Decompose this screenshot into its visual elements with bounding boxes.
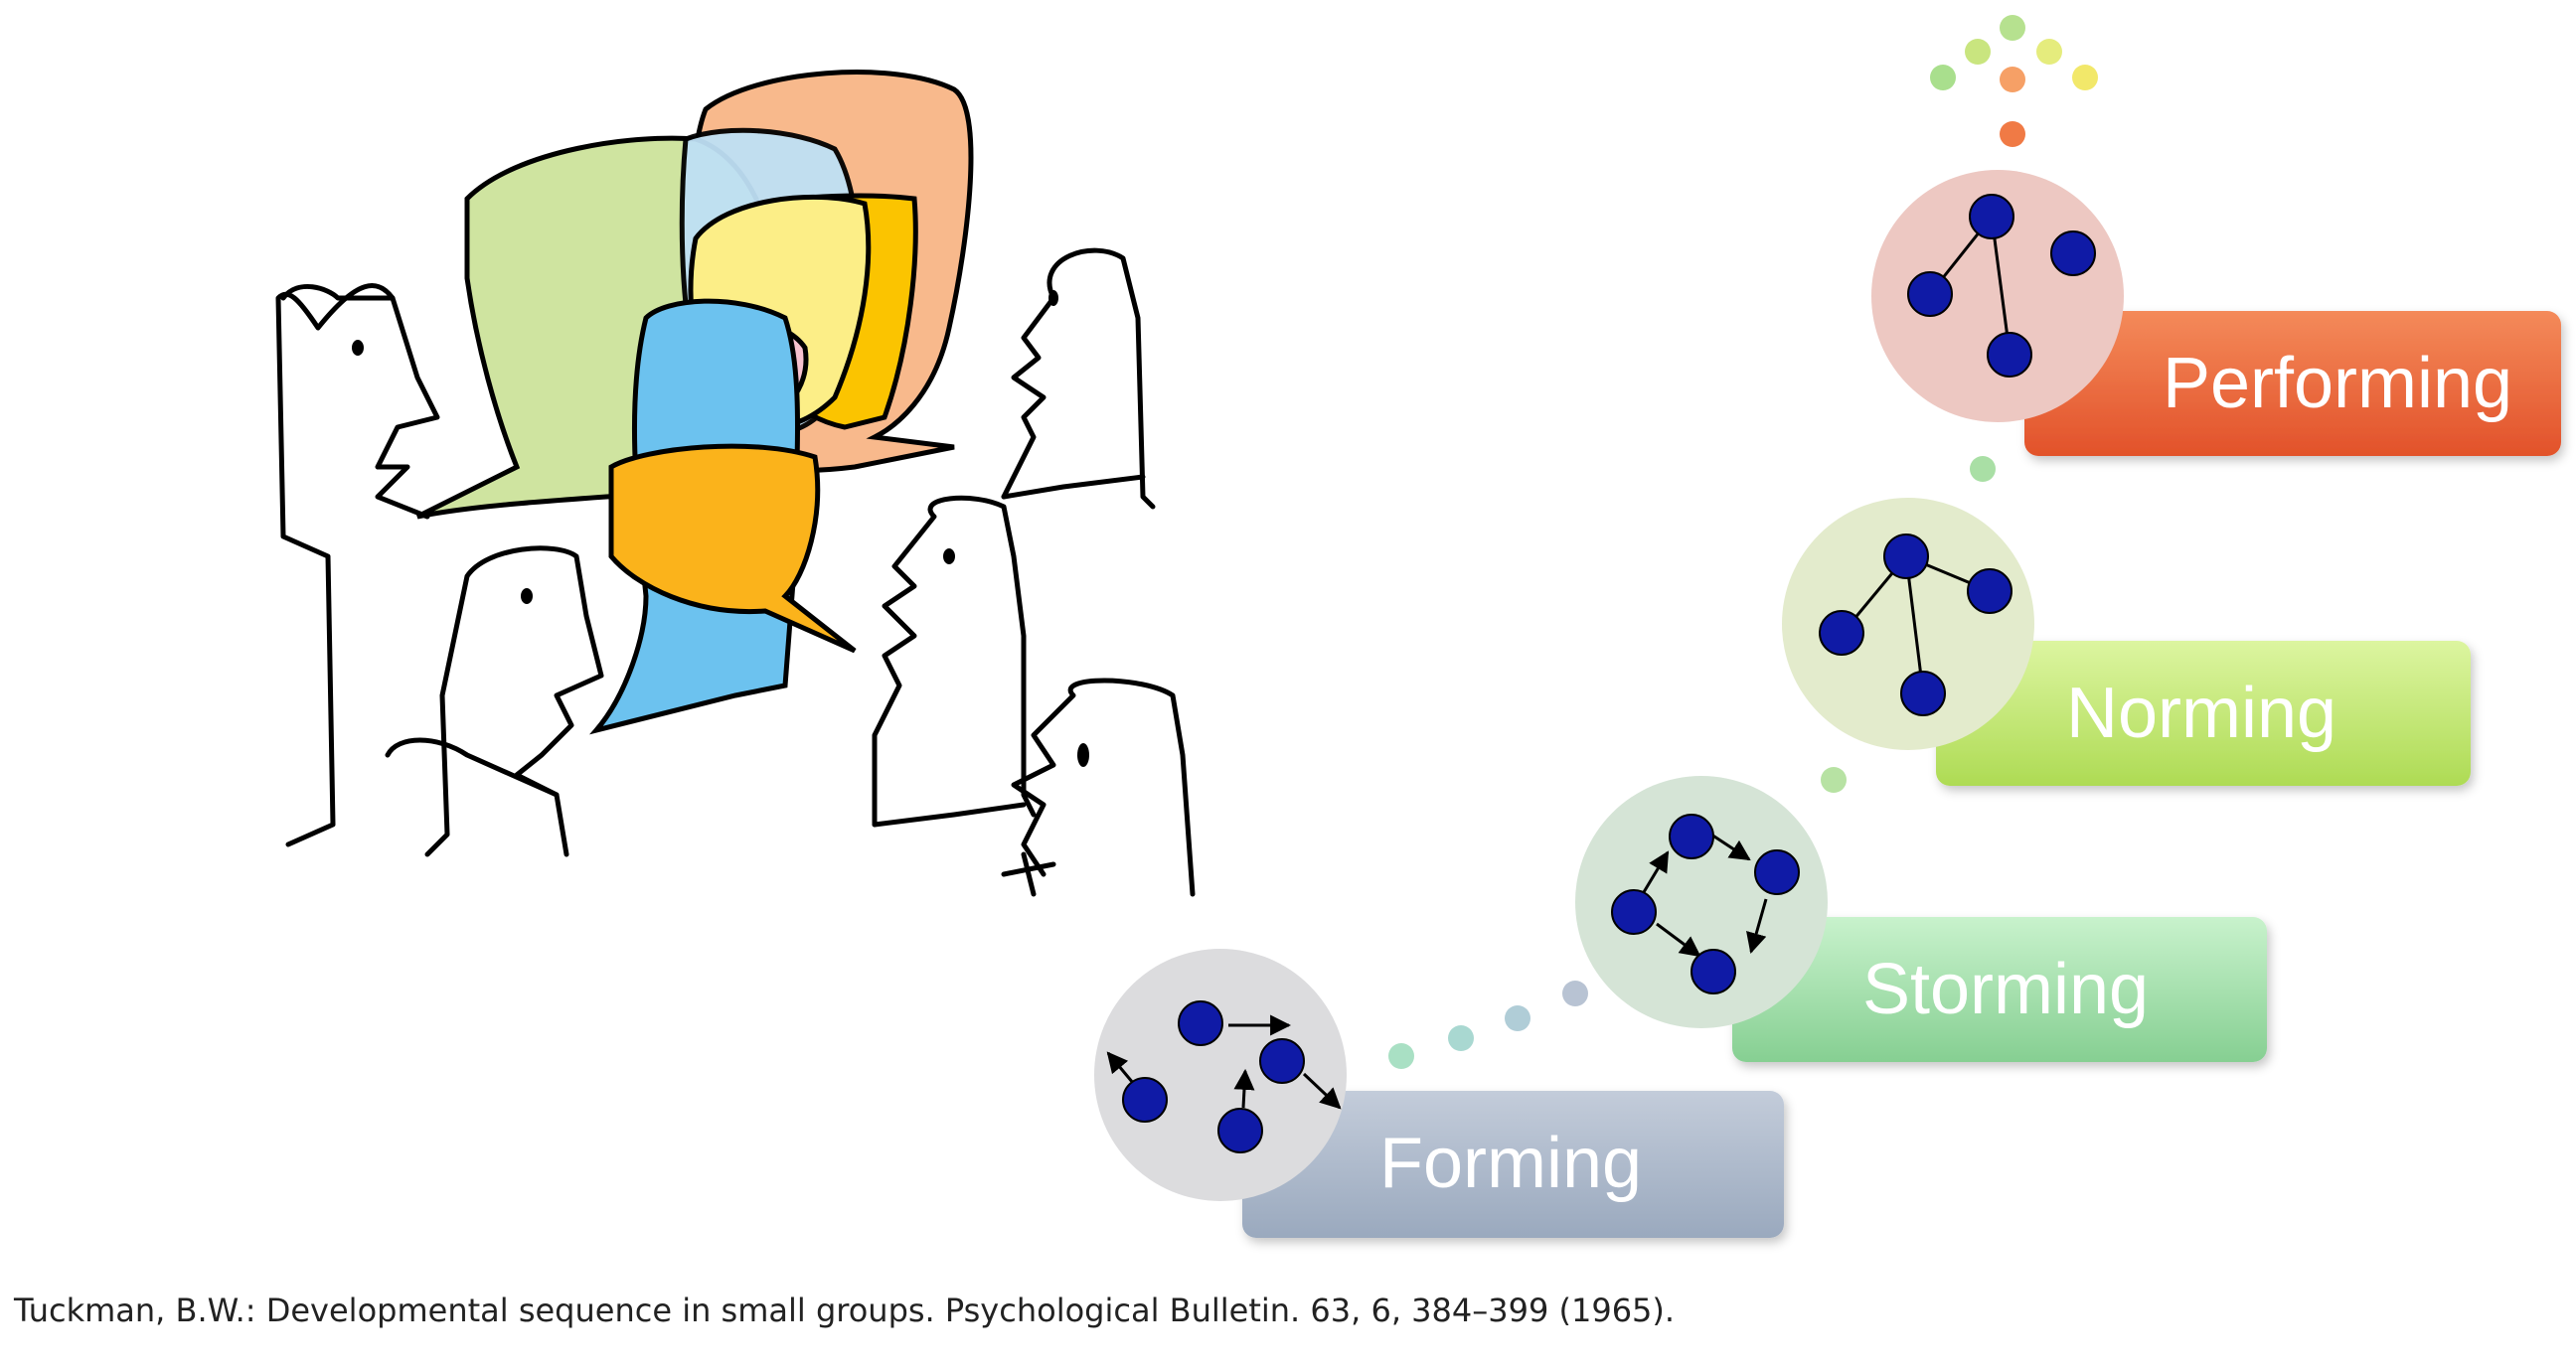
connector-dots (1388, 15, 2098, 1069)
connector-dot (1970, 456, 1996, 482)
stage-bar-performing (2024, 311, 2561, 456)
person-right-middle (872, 495, 1037, 828)
connector-dot (2072, 65, 2098, 90)
connector-dot (1505, 1005, 1530, 1031)
person-right-top (1001, 247, 1156, 510)
stage-norming: Norming (1782, 498, 2471, 786)
person-right-front (1011, 678, 1196, 897)
connector-dot (2036, 39, 2062, 65)
stage-label-performing: Performing (2163, 344, 2512, 423)
stage-circle-norming (1782, 498, 2034, 750)
connector-dot (2000, 121, 2025, 147)
stage-circle-storming (1575, 776, 1828, 1028)
team-member-node (1611, 889, 1657, 935)
connector-dot (1448, 1025, 1474, 1051)
team-member-node (1669, 814, 1714, 859)
stage-forming: Forming (1094, 949, 1784, 1238)
stage-label-norming: Norming (2066, 674, 2336, 753)
stage-label-storming: Storming (1862, 950, 2149, 1029)
team-member-node (1969, 194, 2014, 239)
connector-dot (2000, 15, 2025, 41)
stage-circle-forming (1094, 949, 1347, 1201)
stage-storming: Storming (1575, 776, 2267, 1062)
team-member-node (1122, 1077, 1168, 1123)
team-member-node (1907, 271, 1953, 317)
person-front-left (424, 545, 604, 857)
team-member-node (1178, 1000, 1223, 1046)
stage-bar-norming (1936, 641, 2471, 786)
team-member-node (1883, 533, 1929, 579)
team-member-node (1967, 568, 2012, 614)
team-member-node (2050, 230, 2096, 276)
connector-dot (2000, 67, 2025, 92)
stage-bar-forming (1242, 1091, 1784, 1238)
team-member-node (1987, 332, 2032, 378)
connector-dot (1821, 767, 1847, 793)
citation: Tuckman, B.W.: Developmental sequence in… (14, 1292, 1676, 1329)
group-conversation-sketch-icon (275, 70, 1196, 897)
team-member-node (1754, 849, 1800, 895)
team-member-node (1690, 949, 1736, 994)
team-member-node (1259, 1038, 1305, 1084)
stage-label-forming: Forming (1379, 1124, 1642, 1203)
connector-dot (1930, 65, 1956, 90)
stage-bar-storming (1732, 917, 2267, 1062)
person-left-back (275, 283, 440, 847)
connector-dot (1965, 39, 1991, 65)
stage-circle-performing (1871, 170, 2124, 422)
speech-bubble-amber (608, 443, 857, 654)
team-member-node (1217, 1108, 1263, 1153)
team-member-node (1819, 610, 1864, 656)
connector-dot (1562, 981, 1588, 1006)
team-member-node (1900, 671, 1946, 716)
stage-performing: Performing (1871, 170, 2561, 456)
connector-dot (1388, 1043, 1414, 1069)
